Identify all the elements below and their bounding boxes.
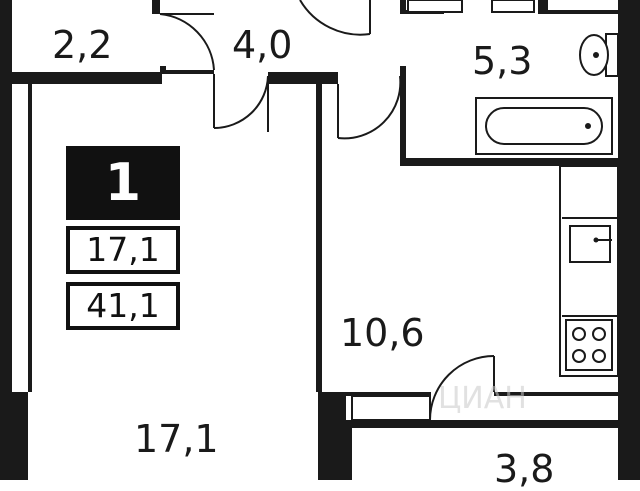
door-living-arc (213, 75, 269, 129)
wall-right (618, 0, 640, 480)
wall-loggia-inner (346, 420, 618, 428)
stove-icon (565, 319, 613, 371)
wall-hall-right (152, 0, 160, 14)
door-loggia-arc (429, 355, 495, 421)
wall-corridor-bottom-mid (268, 72, 338, 84)
wall-outer-left (0, 0, 12, 480)
room-area-living: 17,1 (134, 417, 219, 461)
washbasin-icon (407, 0, 535, 13)
wall-kitchen-left-lower (318, 392, 346, 480)
wall-left-lower (12, 392, 28, 480)
total-area-value: 41,1 (66, 282, 180, 330)
bathtub-icon (475, 97, 613, 155)
wall-bath-stub (538, 0, 548, 14)
room-area-hall: 2,2 (52, 23, 113, 67)
wall-hall-bottom (12, 72, 162, 84)
wall-corridor-bottom-left (166, 70, 214, 74)
room-area-kitchen: 10,6 (340, 311, 425, 355)
rooms-count: 1 (66, 146, 180, 220)
wall-kitchen-bottom-right (494, 392, 618, 396)
door-entrance (299, 0, 371, 36)
room-area-bathroom: 5,3 (472, 39, 533, 83)
wall-bath-top-strip (400, 0, 406, 14)
wall-loggia-left (346, 428, 352, 480)
wall-bath-left (400, 66, 406, 164)
room-area-loggia: 3,8 (494, 447, 555, 491)
wall-living-right (316, 84, 322, 392)
wall-living-left (28, 84, 32, 392)
door-hall (159, 13, 215, 71)
sink-icon (569, 225, 612, 263)
watermark-text: ЦИАН (438, 381, 527, 416)
living-area-value: 17,1 (66, 226, 180, 274)
wall-bath-top-mid (548, 10, 618, 14)
apartment-summary-badge: 1 17,1 41,1 (66, 146, 180, 334)
floor-plan (0, 0, 640, 480)
wall-bath-bottom (400, 158, 640, 166)
room-area-corridor: 4,0 (232, 23, 293, 67)
toilet-icon (579, 33, 619, 77)
wall-kitchen-bottom (346, 392, 430, 396)
door-kitchen-arc (337, 75, 402, 140)
wall-hall-bottom-right (160, 66, 166, 74)
kitchen-window-sill (351, 395, 431, 421)
